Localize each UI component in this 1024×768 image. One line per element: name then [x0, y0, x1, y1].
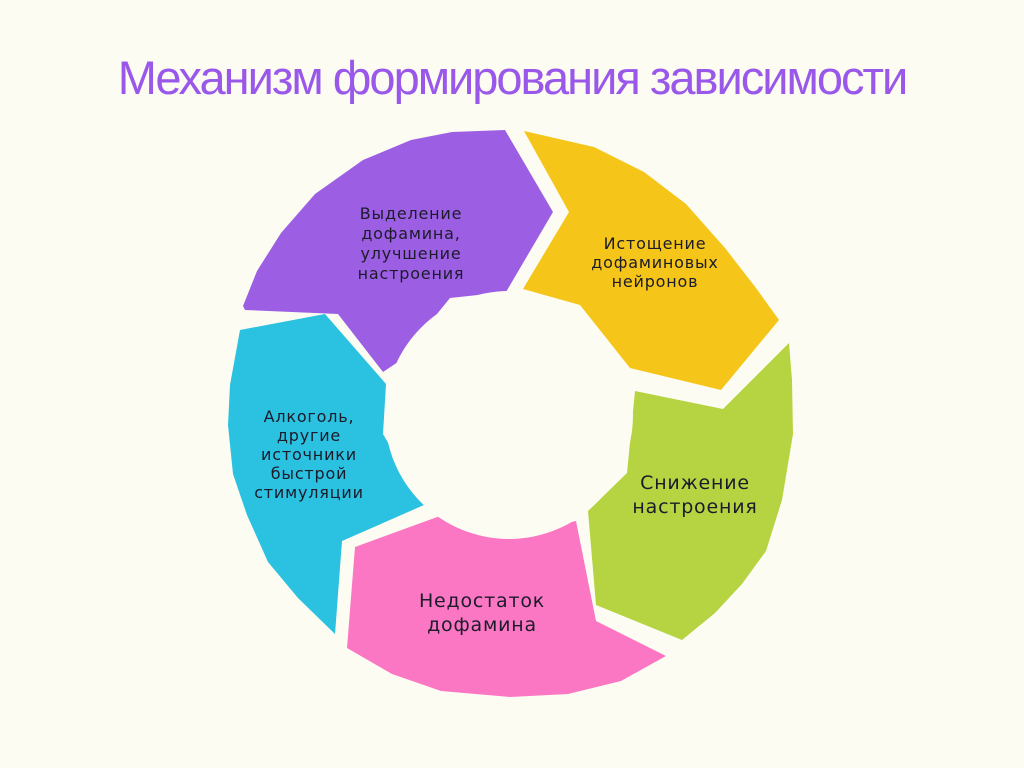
stage-label-line: Алкоголь, [264, 407, 355, 426]
stage-segment-neuron-depletion [523, 131, 779, 390]
stage-label-line: дофамина [427, 614, 537, 636]
stage-segment-dopamine-deficit [347, 516, 666, 697]
stage-label-line: улучшение [360, 244, 461, 263]
stage-label-line: дофамина, [361, 224, 460, 243]
page-title: Механизм формирования зависимости [117, 51, 909, 104]
stage-label-line: Недостаток [419, 590, 545, 612]
stage-label-line: стимуляции [254, 483, 364, 502]
stage-label-line: Истощение [604, 234, 707, 253]
stage-label-line: быстрой [271, 464, 348, 483]
stage-segment-quick-stimulation [228, 314, 424, 634]
center-hub [385, 291, 633, 539]
stage-label-line: настроения [358, 264, 465, 283]
stage-segment-dopamine-release [243, 130, 553, 372]
stage-label-line: Снижение [640, 472, 750, 494]
stage-label-line: источники [261, 445, 357, 464]
stage-label-line: нейронов [612, 272, 699, 291]
stage-label-line: Выделение [360, 204, 463, 223]
stage-segment-mood-decrease [588, 343, 793, 640]
stage-label-line: настроения [632, 496, 757, 518]
stage-label-line: дофаминовых [591, 253, 718, 272]
stage-label-line: другие [277, 426, 341, 445]
